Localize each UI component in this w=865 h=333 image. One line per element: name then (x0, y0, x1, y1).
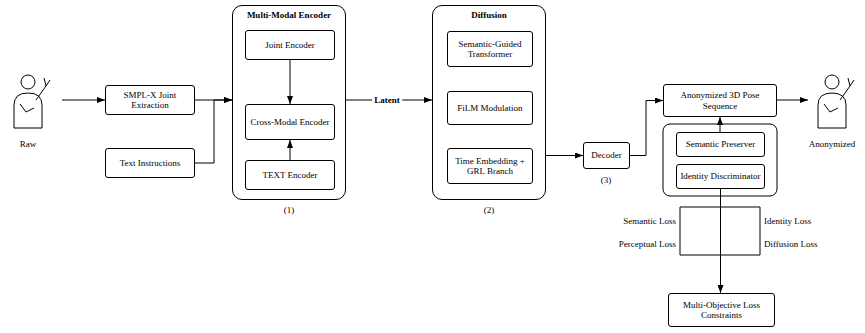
process-box: Decoder (583, 142, 630, 169)
flow-arrow (720, 189, 721, 293)
box-label: Decoder (591, 150, 621, 160)
loss-label: Diffusion Loss (764, 240, 818, 250)
loss-label: Semantic Loss (623, 217, 676, 227)
sub-module-box: Semantic-Guided Transformer (447, 31, 533, 67)
box-label: Semantic-Guided Transformer (451, 39, 529, 60)
sub-module-box: Identity Discriminator (676, 164, 765, 189)
loss-box: Multi-Objective Loss Constraints (668, 293, 775, 327)
person-icon (818, 75, 854, 128)
edge-label: Latent (372, 95, 402, 105)
box-label: Cross-Modal Encoder (250, 117, 329, 127)
box-label: Time Embedding + GRL Branch (451, 156, 529, 177)
module-container: Multi-Modal EncoderJoint EncoderCross-Mo… (232, 5, 346, 200)
process-box: SMPL-X Joint Extraction (105, 85, 195, 115)
flow-arrow (195, 100, 232, 163)
sub-module-box: TEXT Encoder (245, 160, 335, 190)
flow-arrow (546, 155, 583, 156)
box-label: TEXT Encoder (262, 170, 317, 180)
callout-number: (3) (601, 176, 612, 186)
output-box: Anonymized 3D Pose Sequence (663, 84, 777, 117)
sub-module-box: FiLM Modulation (447, 91, 533, 125)
callout-number: (2) (484, 206, 495, 216)
person-icon (14, 75, 50, 128)
box-label: Joint Encoder (265, 40, 315, 50)
box-label: Identity Discriminator (680, 171, 760, 181)
sub-module-box: Time Embedding + GRL Branch (447, 148, 533, 184)
sub-module-box: Joint Encoder (245, 30, 335, 60)
sub-module-box: Cross-Modal Encoder (245, 104, 335, 140)
module-heading: Diffusion (433, 10, 545, 20)
sub-module-box: Semantic Preserver (676, 132, 765, 157)
input-arrow (62, 100, 105, 101)
box-label: Text Instructions (120, 158, 181, 168)
module-heading: Multi-Modal Encoder (233, 10, 345, 20)
module-container: DiffusionSemantic-Guided TransformerFiLM… (432, 5, 546, 200)
box-label: Anonymized 3D Pose Sequence (667, 90, 773, 111)
flow-arrow (720, 117, 721, 132)
loss-label: Identity Loss (764, 217, 811, 227)
loss-label: Perceptual Loss (619, 240, 676, 250)
box-label: Multi-Objective Loss Constraints (672, 300, 771, 321)
flow-arrow (290, 140, 291, 160)
input-box: Text Instructions (105, 148, 195, 178)
figure-caption: Raw (20, 140, 37, 150)
box-label: SMPL-X Joint Extraction (109, 90, 191, 111)
box-label: FiLM Modulation (457, 103, 522, 113)
flow-arrow (290, 60, 291, 104)
callout-number: (1) (284, 206, 295, 216)
group-box (663, 124, 777, 196)
figure-caption: Anonymized (809, 140, 856, 150)
flow-arrow (630, 101, 663, 156)
box-label: Semantic Preserver (686, 139, 756, 149)
output-arrow (777, 100, 808, 101)
